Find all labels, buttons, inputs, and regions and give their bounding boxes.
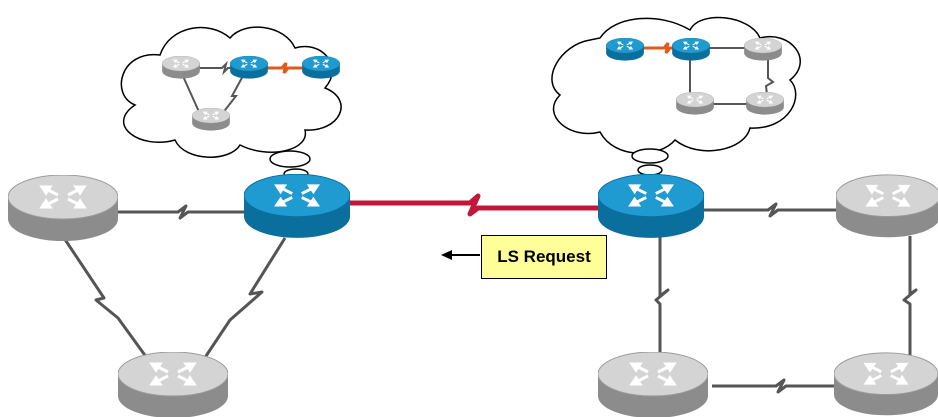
mini-router-icon	[746, 92, 784, 116]
right-cloud-topology	[606, 38, 784, 116]
link-left-top-to-left-bottom	[58, 231, 162, 377]
mini-router-icon	[162, 56, 200, 80]
ls-request-label: LS Request	[481, 235, 607, 279]
mini-router-icon	[676, 92, 714, 116]
mini-router-icon	[230, 56, 268, 80]
link-right-bottom-pair	[712, 378, 836, 394]
mini-router-icon	[672, 38, 710, 62]
link-center-to-left-bottom	[196, 237, 287, 369]
router-icon-left-bottom	[118, 352, 228, 417]
link-right-top-to-br	[902, 236, 918, 362]
router-icon-right-top	[836, 174, 938, 239]
link-left-top-to-center	[118, 204, 248, 220]
router-icon-right-center	[598, 174, 704, 240]
links	[58, 193, 918, 394]
router-icon-right-bottom-left	[598, 352, 708, 417]
mini-router-icon	[192, 108, 230, 132]
arrow-left-icon	[441, 250, 480, 260]
link-right-center-to-right-top	[704, 202, 840, 218]
router-icon-left-center	[244, 174, 350, 240]
left-cloud-topology	[162, 56, 340, 132]
ls-request-text: LS Request	[497, 247, 591, 266]
router-icon-right-bottom-right	[834, 352, 938, 417]
mini-router-icon	[302, 56, 340, 80]
link-active-serial	[348, 193, 600, 217]
mini-router-icon	[606, 38, 644, 62]
link-right-center-to-right-bottom	[654, 236, 670, 362]
router-icon-left-top	[8, 175, 118, 243]
mini-router-icon	[744, 38, 782, 62]
